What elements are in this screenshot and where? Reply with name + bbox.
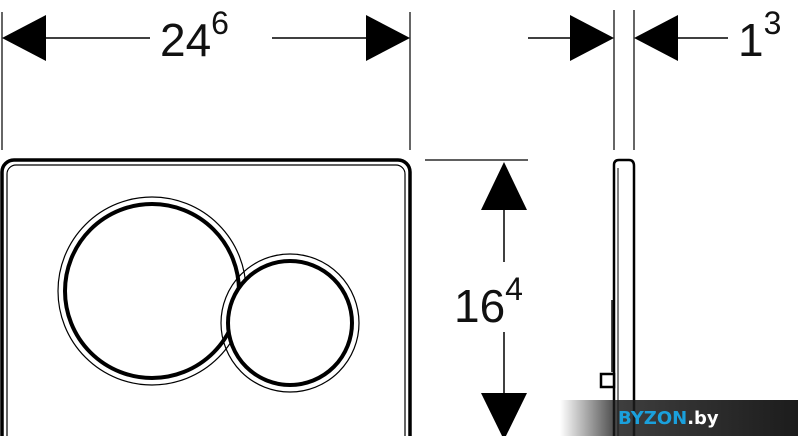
depth-arrow-right (634, 15, 678, 61)
width-arrow-right (366, 15, 410, 61)
watermark-background (560, 400, 798, 436)
watermark-suffix-text: .by (687, 408, 719, 429)
depth-dimension: 13 (528, 5, 781, 150)
watermark-brand-text: BYZON (618, 408, 687, 429)
front-view (0, 158, 412, 436)
height-arrow-top (481, 162, 527, 210)
plate-inner-outline (6, 164, 406, 436)
plate-outer-outline (0, 158, 412, 436)
height-value: 16 (454, 280, 505, 332)
depth-arrow-left (570, 15, 614, 61)
svg-text:13: 13 (738, 5, 781, 66)
width-value: 24 (160, 14, 211, 66)
width-dimension: 246 (1, 5, 411, 150)
side-profile-outline (612, 158, 636, 436)
width-arrow-left (2, 15, 46, 61)
svg-text:164: 164 (454, 271, 523, 332)
side-profile-view (599, 158, 636, 436)
small-flush-button (220, 253, 360, 393)
large-flush-button (57, 196, 247, 386)
depth-value: 1 (738, 14, 764, 66)
width-value-superscript: 6 (211, 5, 229, 41)
svg-text:246: 246 (160, 5, 229, 66)
svg-text:BYZON.by: BYZON.by (618, 408, 719, 429)
height-dimension: 164 (425, 159, 528, 436)
watermark-badge: BYZON.by (560, 400, 798, 436)
depth-value-superscript: 3 (764, 5, 782, 41)
height-value-superscript: 4 (505, 271, 523, 307)
side-profile-clip (599, 372, 616, 389)
height-arrow-bottom (481, 393, 527, 436)
